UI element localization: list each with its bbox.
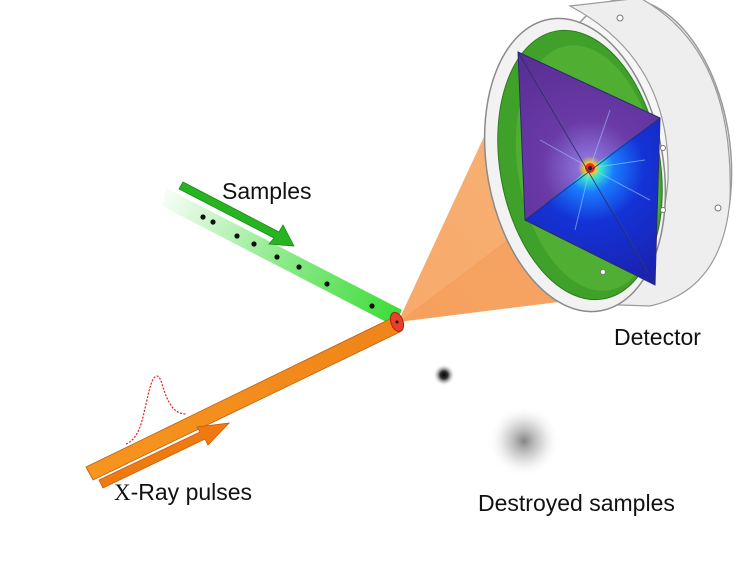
detector-assembly bbox=[483, 0, 733, 313]
xray-beam bbox=[85, 317, 401, 481]
detector-panel bbox=[518, 52, 660, 285]
xray-direction-arrow bbox=[98, 422, 231, 489]
sample-particles bbox=[200, 214, 375, 309]
samples-label: Samples bbox=[222, 178, 312, 204]
detector-quadrant-top bbox=[518, 52, 660, 168]
xray-pulses-label: X-Ray pulses bbox=[114, 479, 253, 505]
sample-stream bbox=[162, 188, 402, 326]
detector-housing-side bbox=[568, 0, 731, 307]
destroyed-sample-small bbox=[433, 364, 455, 386]
detector-quadrant-left bbox=[518, 52, 590, 220]
xray-label-prefix: X bbox=[114, 480, 131, 505]
xray-label-rest: -Ray pulses bbox=[130, 479, 253, 505]
detector-label: Detector bbox=[614, 324, 701, 350]
sample-direction-arrow bbox=[178, 181, 295, 247]
detector-quadrant-right bbox=[590, 118, 660, 285]
xray-pulse-curve bbox=[125, 375, 187, 445]
destroyed-sample-large bbox=[488, 405, 560, 477]
detector-quadrant-bottom bbox=[525, 168, 655, 285]
destroyed-samples-label: Destroyed samples bbox=[478, 490, 675, 516]
